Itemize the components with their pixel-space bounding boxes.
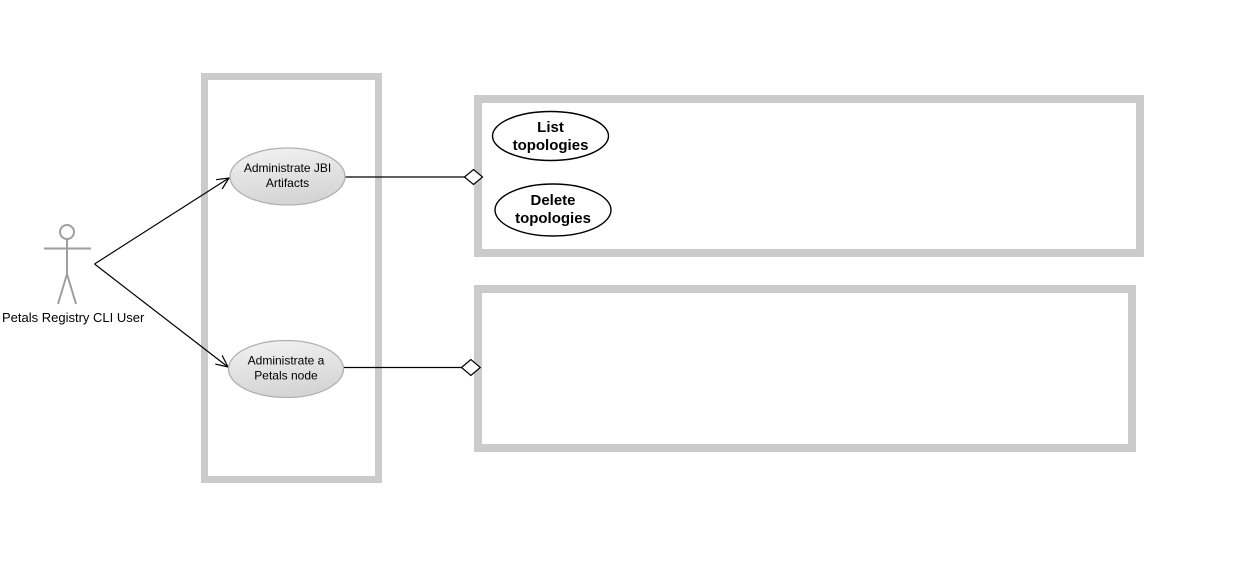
- usecase-label-line2: Artifacts: [266, 176, 309, 190]
- usecase-administrate-petals-node[interactable]: Administrate a Petals node: [227, 339, 345, 399]
- usecase-administrate-jbi-artifacts[interactable]: Administrate JBI Artifacts: [229, 147, 346, 206]
- actor-head: [59, 224, 75, 240]
- connector-jbi-artifacts-to-top-right-boundary[interactable]: [344, 168, 484, 186]
- system-boundary-left[interactable]: [201, 73, 382, 483]
- usecase-ellipse: [491, 110, 610, 162]
- open-arrowhead-icon: [216, 177, 231, 190]
- usecase-ellipse: [494, 183, 612, 237]
- usecase-label-line2: topologies: [515, 210, 591, 227]
- usecase-ellipse: [227, 339, 345, 399]
- usecase-label-line2: topologies: [513, 137, 589, 154]
- hollow-diamond-icon: [460, 358, 482, 377]
- usecase-ellipse: [229, 147, 346, 206]
- association-line: [94, 263, 229, 368]
- actor-leg-right: [66, 273, 77, 305]
- association-actor-to-jbi-artifacts[interactable]: [94, 177, 231, 265]
- actor-petals-registry-cli-user[interactable]: Petals Registry CLI User: [2, 224, 145, 325]
- usecase-label-line2: Petals node: [254, 369, 318, 383]
- usecase-label-line1: Delete: [530, 192, 575, 209]
- usecase-delete-topologies[interactable]: Delete topologies: [494, 183, 612, 237]
- system-boundary-bottom-right[interactable]: [474, 285, 1136, 452]
- usecase-list-topologies[interactable]: List topologies: [491, 110, 610, 162]
- usecase-label-line1: List: [537, 119, 564, 136]
- connector-petals-node-to-bottom-right-boundary[interactable]: [343, 358, 482, 377]
- association-line: [94, 177, 230, 265]
- hollow-diamond-icon: [463, 168, 484, 186]
- usecase-label-line1: Administrate JBI: [244, 161, 331, 175]
- actor-leg-left: [57, 273, 68, 305]
- actor-label: Petals Registry CLI User: [2, 310, 145, 325]
- usecase-label-line1: Administrate a: [248, 354, 325, 368]
